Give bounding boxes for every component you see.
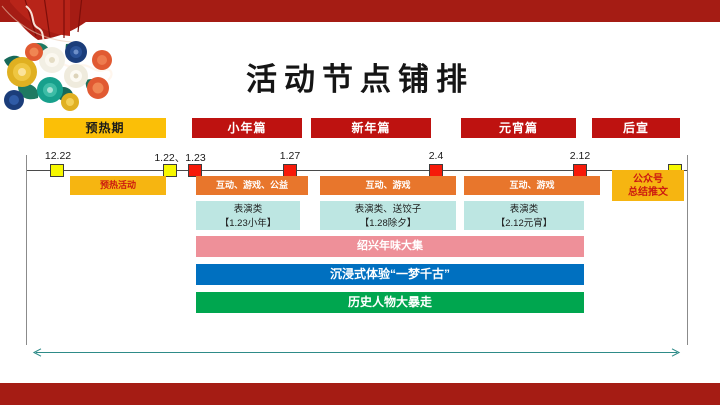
performance-box-2: 表演类【2.12元宵】	[464, 201, 584, 230]
timeline-marker-1	[163, 164, 177, 177]
activity-bar-3: 互动、游戏	[464, 176, 600, 195]
phase-bar-0: 预热期	[44, 118, 166, 138]
left-guide-line	[26, 155, 27, 345]
phase-bar-3: 元宵篇	[461, 118, 576, 138]
performance-box-line1-2: 表演类	[509, 204, 539, 215]
performance-box-line2-1: 【1.28除夕】	[359, 217, 417, 229]
activity-bar-0: 预热活动	[70, 176, 166, 195]
activity-bar-label-4: 公众号总结推文	[628, 173, 668, 198]
timeline-date-label-4: 2.4	[428, 150, 444, 162]
page-title: 活动节点铺排	[246, 62, 474, 97]
performance-box-line1-1: 表演类、送饺子	[354, 204, 422, 215]
market-bar: 绍兴年味大集	[196, 236, 584, 257]
phase-bar-4: 后宣	[592, 118, 680, 138]
timeline-marker-0	[50, 164, 64, 177]
timeline-date-label-1: 1.22、1.23	[154, 152, 206, 164]
performance-box-line2-0: 【1.23小年】	[219, 217, 277, 229]
phase-bar-1: 小年篇	[192, 118, 302, 138]
timeline-date-label-0: 12.22	[44, 150, 72, 162]
performance-box-0: 表演类【1.23小年】	[196, 201, 300, 230]
immersive-bar: 沉浸式体验“一梦千古”	[196, 264, 584, 285]
phase-bar-2: 新年篇	[311, 118, 431, 138]
timeline-marker-2	[188, 164, 202, 177]
timeline-date-label-5: 2.12	[569, 150, 591, 162]
bottom-red-band	[0, 383, 720, 405]
right-guide-line	[687, 155, 688, 345]
top-red-band	[0, 0, 720, 22]
duration-span-arrow	[30, 344, 683, 357]
timeline-date-label-3: 1.27	[279, 150, 301, 162]
timeline-axis	[26, 170, 687, 171]
performance-box-line1-0: 表演类	[233, 204, 263, 215]
parade-bar: 历史人物大暴走	[196, 292, 584, 313]
performance-box-1: 表演类、送饺子【1.28除夕】	[320, 201, 456, 230]
activity-bar-1: 互动、游戏、公益	[196, 176, 308, 195]
activity-bar-4: 公众号总结推文	[612, 170, 684, 201]
performance-box-line2-2: 【2.12元宵】	[495, 217, 553, 229]
activity-bar-2: 互动、游戏	[320, 176, 456, 195]
